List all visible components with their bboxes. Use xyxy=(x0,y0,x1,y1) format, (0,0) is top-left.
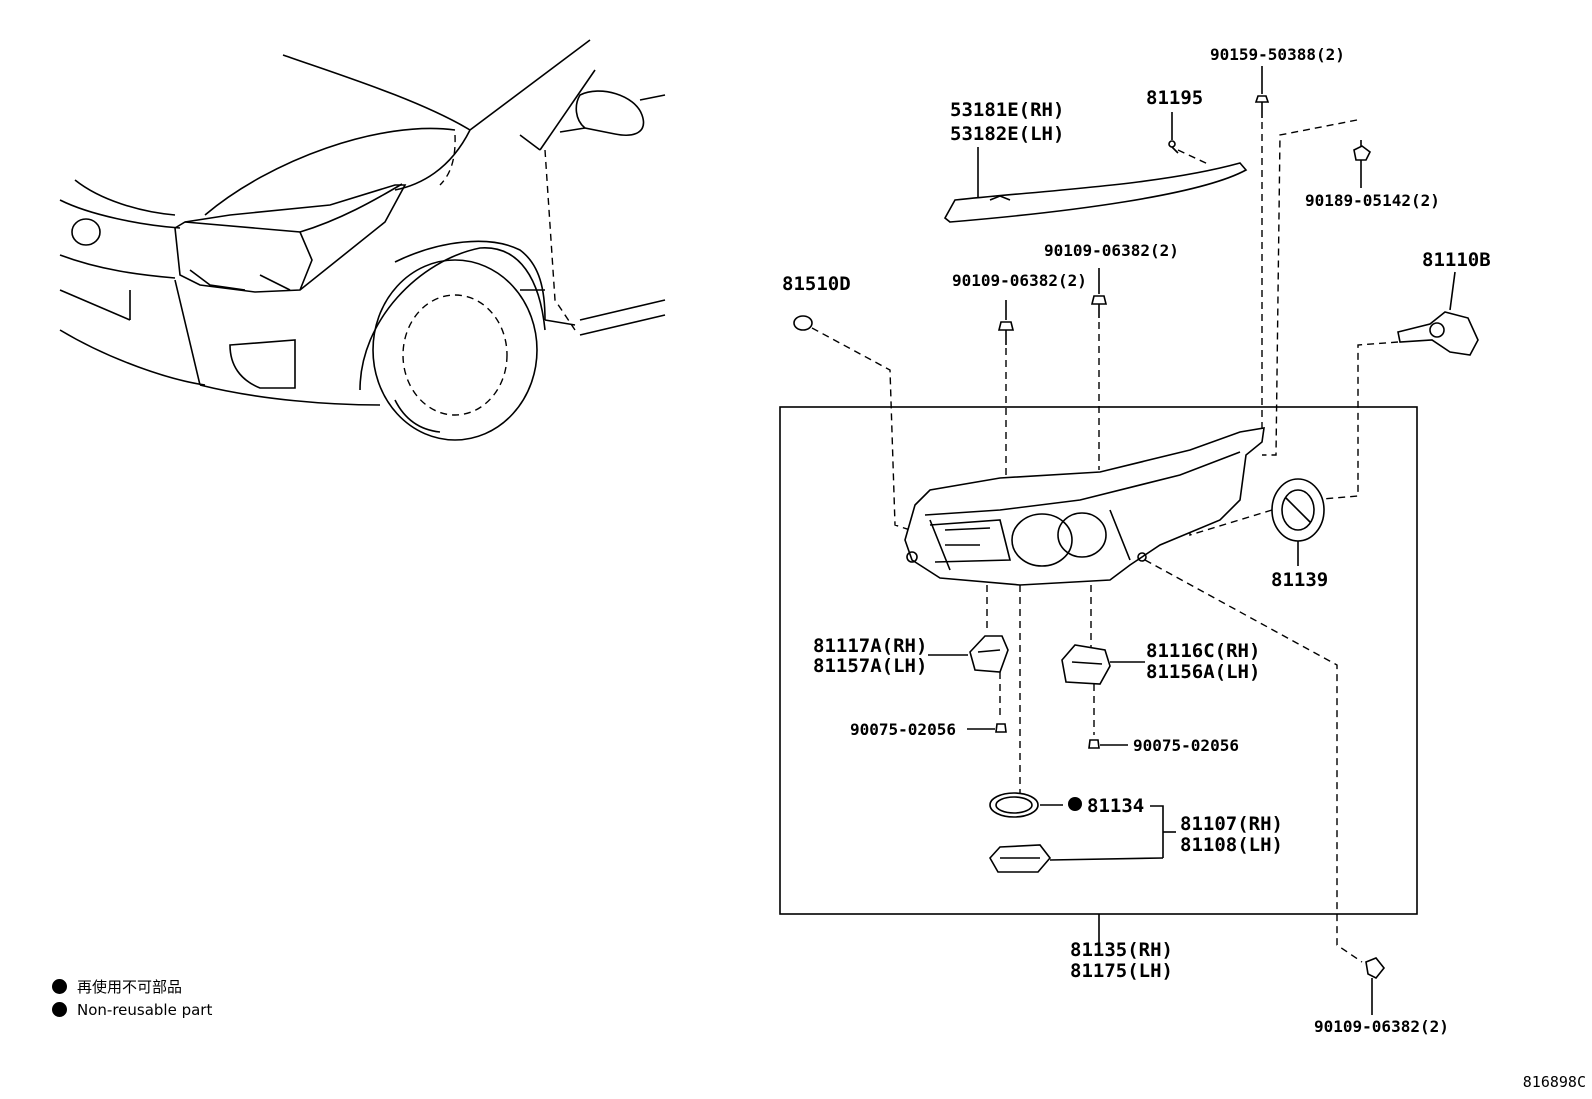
label-81139: 81139 xyxy=(1271,569,1328,591)
label-90075-left: 90075-02056 xyxy=(850,720,956,739)
part-90109-screw-right[interactable] xyxy=(1090,295,1108,318)
part-81134-gasket[interactable] xyxy=(989,792,1039,818)
legend-en: Non-reusable part xyxy=(52,1001,212,1019)
part-90075-screw-left[interactable] xyxy=(995,723,1007,733)
label-53181e: 53181E(RH) xyxy=(950,99,1064,121)
vehicle-location-view xyxy=(59,39,666,441)
legend-jp-text: 再使用不可部品 xyxy=(77,978,183,996)
part-81117a-bracket[interactable] xyxy=(969,635,1009,673)
legend-jp: 再使用不可部品 xyxy=(52,976,182,997)
part-81116c-bracket[interactable] xyxy=(1061,644,1111,685)
label-81135: 81135(RH) xyxy=(1070,939,1173,961)
label-90189: 90189-05142(2) xyxy=(1305,191,1440,210)
part-90159-screw[interactable] xyxy=(1254,95,1270,118)
label-81108: 81108(LH) xyxy=(1180,834,1283,856)
non-reusable-dot-icon xyxy=(52,1002,67,1017)
part-81110b-bulb[interactable] xyxy=(1397,311,1479,356)
label-81510d: 81510D xyxy=(782,273,851,295)
label-90159: 90159-50388(2) xyxy=(1210,45,1345,64)
label-81134: 81134 xyxy=(1087,795,1144,817)
non-reusable-dot-icon xyxy=(52,979,67,994)
label-90109-bottom: 90109-06382(2) xyxy=(1314,1017,1449,1036)
label-90109-right: 90109-06382(2) xyxy=(1044,241,1179,260)
legend-en-text: Non-reusable part xyxy=(77,1001,213,1019)
label-81195: 81195 xyxy=(1146,87,1203,109)
diagram-id: 816898C xyxy=(1522,1073,1586,1091)
part-90075-screw-right[interactable] xyxy=(1088,739,1100,749)
label-81107: 81107(RH) xyxy=(1180,813,1283,835)
part-90109-screw-left[interactable] xyxy=(997,321,1015,345)
non-reusable-marker xyxy=(1068,797,1082,811)
label-81116c: 81116C(RH) xyxy=(1146,640,1260,662)
label-53182e: 53182E(LH) xyxy=(950,123,1064,145)
part-81107-ballast[interactable] xyxy=(989,844,1052,873)
headlamp-unit xyxy=(904,427,1265,586)
label-90075-right: 90075-02056 xyxy=(1133,736,1239,755)
part-81195-clip[interactable] xyxy=(1168,140,1179,154)
label-81117a: 81117A(RH) xyxy=(813,635,927,657)
label-81156a: 81156A(LH) xyxy=(1146,661,1260,683)
part-81139-cap[interactable] xyxy=(1271,478,1325,542)
part-53181e-molding[interactable] xyxy=(943,162,1248,223)
headlamp-exploded-view xyxy=(779,66,1479,1015)
part-labels: 53181E(RH) 53182E(LH) 81195 90159-50388(… xyxy=(782,45,1491,1036)
part-90109-screw-bottom[interactable] xyxy=(1365,957,1386,980)
label-81110b: 81110B xyxy=(1422,249,1491,271)
part-81510d-bulb[interactable] xyxy=(793,315,813,331)
label-81157a: 81157A(LH) xyxy=(813,655,927,677)
part-90189-screw[interactable] xyxy=(1353,140,1372,161)
label-90109-left: 90109-06382(2) xyxy=(952,271,1087,290)
label-81175: 81175(LH) xyxy=(1070,960,1173,982)
